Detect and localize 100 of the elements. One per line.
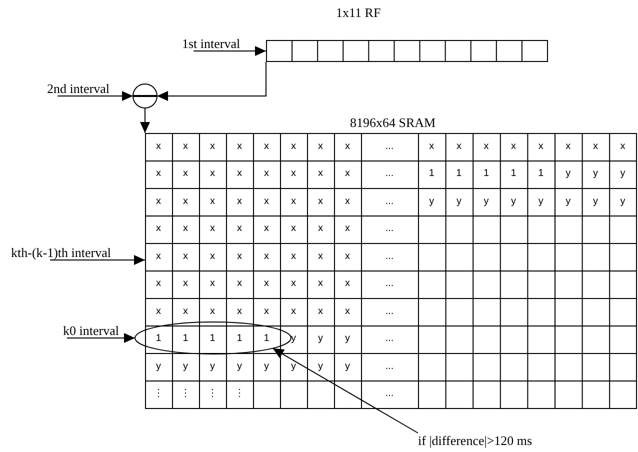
grid-value: y <box>564 168 572 180</box>
arrow <box>50 255 146 265</box>
grid-value: x <box>236 140 243 153</box>
leader-arrow <box>272 348 418 434</box>
grid-value: 1 <box>428 168 436 180</box>
grid-value: y <box>619 196 626 208</box>
grid-value: x <box>155 223 162 236</box>
grid-value: x <box>182 223 189 236</box>
grid-value: x <box>209 250 216 263</box>
grid-value: x <box>236 306 243 318</box>
grid-value: x <box>263 223 270 236</box>
grid-value: y <box>537 196 544 208</box>
grid-value: x <box>290 250 297 263</box>
grid-value: x <box>344 168 351 180</box>
grid-value: y <box>182 360 189 373</box>
grid-value: x <box>592 140 599 153</box>
grid-value: 1 <box>262 333 270 346</box>
grid-value: ... <box>384 278 395 290</box>
grid-value: ... <box>384 306 395 318</box>
grid-value: x <box>182 278 189 290</box>
grid-value: y <box>564 196 572 208</box>
input-label: kth-(k-1)th interval <box>11 245 111 260</box>
grid-value: x <box>344 196 351 208</box>
grid-value: x <box>455 140 462 153</box>
grid-value: x <box>182 168 189 180</box>
grid-value: y <box>619 168 626 180</box>
grid-value: x <box>344 250 351 263</box>
grid-value: x <box>263 168 270 180</box>
grid-value: y <box>263 360 270 373</box>
grid-value: x <box>263 306 270 318</box>
grid-value: x <box>344 278 351 290</box>
grid-value: x <box>263 278 270 290</box>
grid-value: x <box>510 140 518 153</box>
grid-value: x <box>182 306 189 318</box>
grid-value: y <box>317 333 324 346</box>
grid-value: x <box>182 250 189 263</box>
grid-value: x <box>209 278 216 290</box>
grid-value: y <box>482 196 490 208</box>
arrow <box>156 62 266 101</box>
memory-heading: 8196x64 SRAM <box>350 115 436 130</box>
grid-value: x <box>155 140 162 153</box>
grid-value: x <box>317 196 324 208</box>
input-label: 1st interval <box>182 36 240 51</box>
grid-value: x <box>155 278 162 290</box>
grid-value: x <box>182 140 189 153</box>
grid-value: x <box>182 196 189 208</box>
grid-value: ⋮ <box>180 388 192 400</box>
arrow <box>66 333 136 343</box>
grid-value: x <box>344 223 351 236</box>
grid-value: x <box>236 223 243 236</box>
subtractor-symbol <box>132 84 158 108</box>
highlight-ellipse <box>134 322 292 354</box>
grid-value: x <box>236 250 243 263</box>
grid-value: x <box>290 168 297 180</box>
grid-value: 1 <box>510 168 518 180</box>
grid-value: 1 <box>154 333 162 346</box>
grid-value: x <box>155 196 162 208</box>
grid-value: x <box>482 140 490 153</box>
grid-value: y <box>290 333 297 346</box>
grid-value: x <box>317 223 324 236</box>
grid-value: y <box>344 360 351 373</box>
grid-value: x <box>290 306 297 318</box>
grid-value: y <box>510 196 518 208</box>
arrow <box>193 46 266 56</box>
grid-value: x <box>209 140 216 153</box>
grid-value: y <box>290 360 297 373</box>
grid-value: x <box>290 196 297 208</box>
grid-value: ⋮ <box>206 388 218 400</box>
grid-value: x <box>263 250 270 263</box>
grid-value: x <box>209 223 216 236</box>
grid-value: y <box>455 196 462 208</box>
grid-value: ⋮ <box>234 388 246 400</box>
grid-value: 1 <box>455 168 463 180</box>
grid-value: x <box>564 140 572 153</box>
grid-value: x <box>317 140 324 153</box>
grid-value: ⋮ <box>152 388 164 400</box>
grid-value: x <box>317 306 324 318</box>
grid-value: x <box>236 278 243 290</box>
input-label: if |difference|>120 ms <box>418 433 532 448</box>
grid-value: x <box>290 223 297 236</box>
arrow <box>140 108 150 134</box>
grid-value: ... <box>384 360 395 373</box>
grid-value: x <box>263 196 270 208</box>
grid-value: x <box>263 140 270 153</box>
grid-value: x <box>537 140 544 153</box>
grid-value: x <box>290 140 297 153</box>
grid-value: x <box>428 140 436 153</box>
grid-value: y <box>592 168 599 180</box>
grid-value: ... <box>384 388 395 400</box>
grid-value: ... <box>384 168 395 180</box>
grid-value: x <box>209 196 216 208</box>
grid-value: 1 <box>236 333 244 346</box>
grid-value: y <box>317 360 324 373</box>
grid-value: x <box>236 168 243 180</box>
grid-value: x <box>155 168 162 180</box>
grid-value: ... <box>384 223 395 236</box>
grid-value: x <box>317 168 324 180</box>
grid-value: x <box>155 250 162 263</box>
grid-value: 1 <box>208 333 216 346</box>
input-label: 2nd interval <box>47 81 110 96</box>
